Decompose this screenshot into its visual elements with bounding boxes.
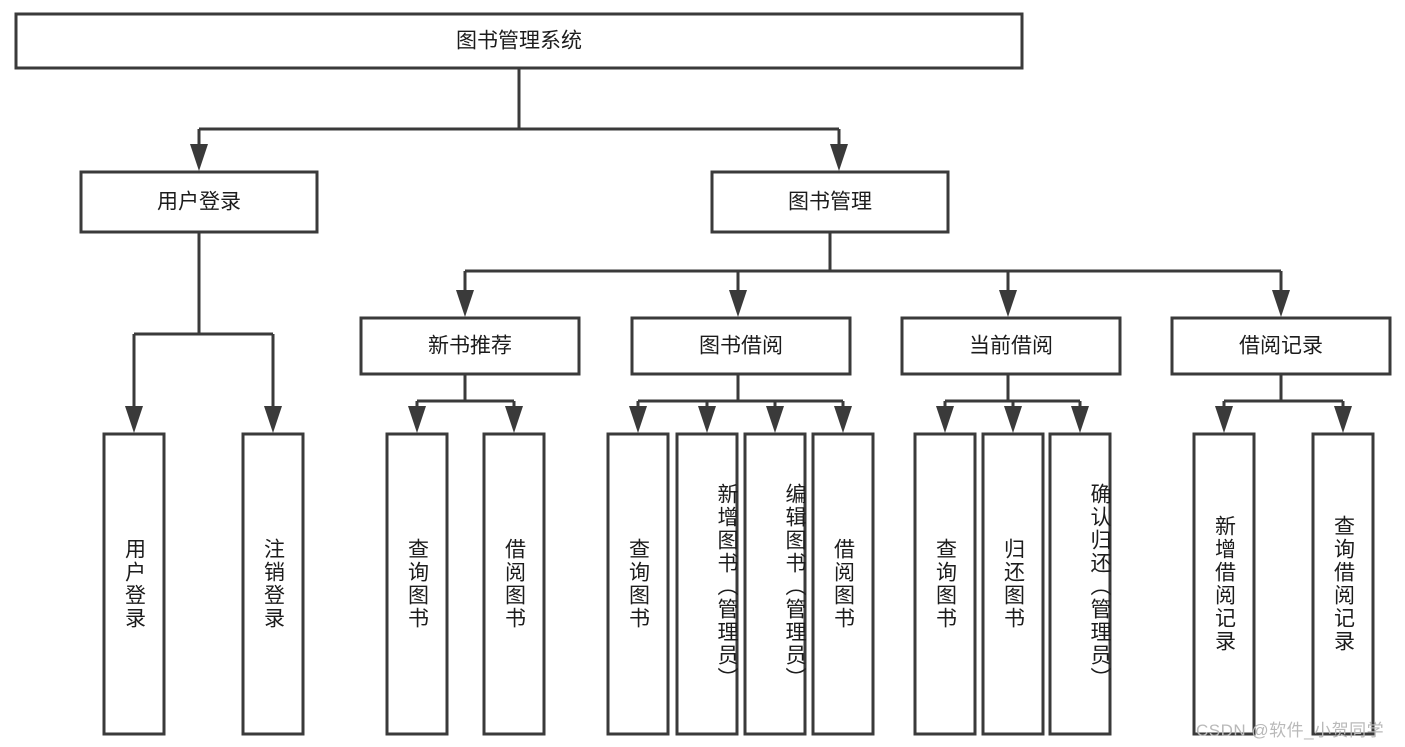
arrowhead-leaf-query-book-borrow: [629, 406, 647, 433]
arrowhead-leaf-borrow-book: [834, 406, 852, 433]
node-layer: 图书管理系统 用户登录 图书管理 新书推荐 图书借阅 当前借阅 借阅记录: [14, 12, 1392, 736]
node-box-leaf-return-book[interactable]: [981, 432, 1045, 736]
node-box-book-borrow[interactable]: [630, 316, 852, 376]
arrowhead-book-borrow: [729, 290, 747, 317]
arrowhead-leaf-query-borrow-record: [1334, 406, 1352, 433]
node-box-user-login[interactable]: [79, 170, 319, 234]
node-label-book-manage: 图书管理: [788, 191, 872, 214]
arrowhead-leaf-edit-book-admin: [766, 406, 784, 433]
node-label-borrow-record: 借阅记录: [1239, 335, 1323, 358]
node-box-borrow-record[interactable]: [1170, 316, 1392, 376]
node-box-leaf-add-borrow-record[interactable]: [1192, 432, 1256, 736]
node-box-new-book-recommend[interactable]: [359, 316, 581, 376]
node-box-leaf-edit-book-admin[interactable]: [743, 432, 807, 736]
node-box-book-manage[interactable]: [710, 170, 950, 234]
node-label-user-login: 用户登录: [157, 191, 241, 214]
csdn-watermark: CSDN @软件_小贺同学: [1196, 721, 1385, 740]
arrowhead-leaf-confirm-return-admin: [1071, 406, 1089, 433]
arrowhead-current-borrow: [999, 290, 1017, 317]
arrowhead-leaf-logout: [264, 406, 282, 433]
connector-layer: [125, 68, 1352, 433]
node-box-leaf-query-book-borrow[interactable]: [606, 432, 670, 736]
node-label-new-book-recommend: 新书推荐: [428, 335, 512, 358]
node-box-leaf-add-book-admin[interactable]: [675, 432, 739, 736]
node-label-book-borrow: 图书借阅: [699, 335, 783, 358]
arrowhead-leaf-query-book-rec: [408, 406, 426, 433]
arrowhead-leaf-return-book: [1004, 406, 1022, 433]
node-box-leaf-logout[interactable]: [241, 432, 305, 736]
arrowhead-leaf-add-borrow-record: [1215, 406, 1233, 433]
node-box-leaf-query-book-rec[interactable]: [385, 432, 449, 736]
arrowhead-borrow-record: [1272, 290, 1290, 317]
arrowhead-leaf-query-book-current: [936, 406, 954, 433]
node-box-current-borrow[interactable]: [900, 316, 1122, 376]
node-box-leaf-query-borrow-record[interactable]: [1311, 432, 1375, 736]
arrowhead-new-book-recommend: [456, 290, 474, 317]
node-box-root[interactable]: [14, 12, 1024, 70]
node-box-leaf-confirm-return-admin[interactable]: [1048, 432, 1112, 736]
node-label-root: 图书管理系统: [456, 30, 582, 53]
arrowhead-user-login: [190, 144, 208, 171]
node-box-leaf-borrow-book-rec[interactable]: [482, 432, 546, 736]
arrowhead-leaf-add-book-admin: [698, 406, 716, 433]
node-box-leaf-user-login[interactable]: [102, 432, 166, 736]
node-box-leaf-query-book-current[interactable]: [913, 432, 977, 736]
arrowhead-leaf-user-login: [125, 406, 143, 433]
node-box-leaf-borrow-book[interactable]: [811, 432, 875, 736]
arrowhead-book-manage: [830, 144, 848, 171]
arrowhead-leaf-borrow-book-rec: [505, 406, 523, 433]
node-label-current-borrow: 当前借阅: [969, 335, 1053, 358]
